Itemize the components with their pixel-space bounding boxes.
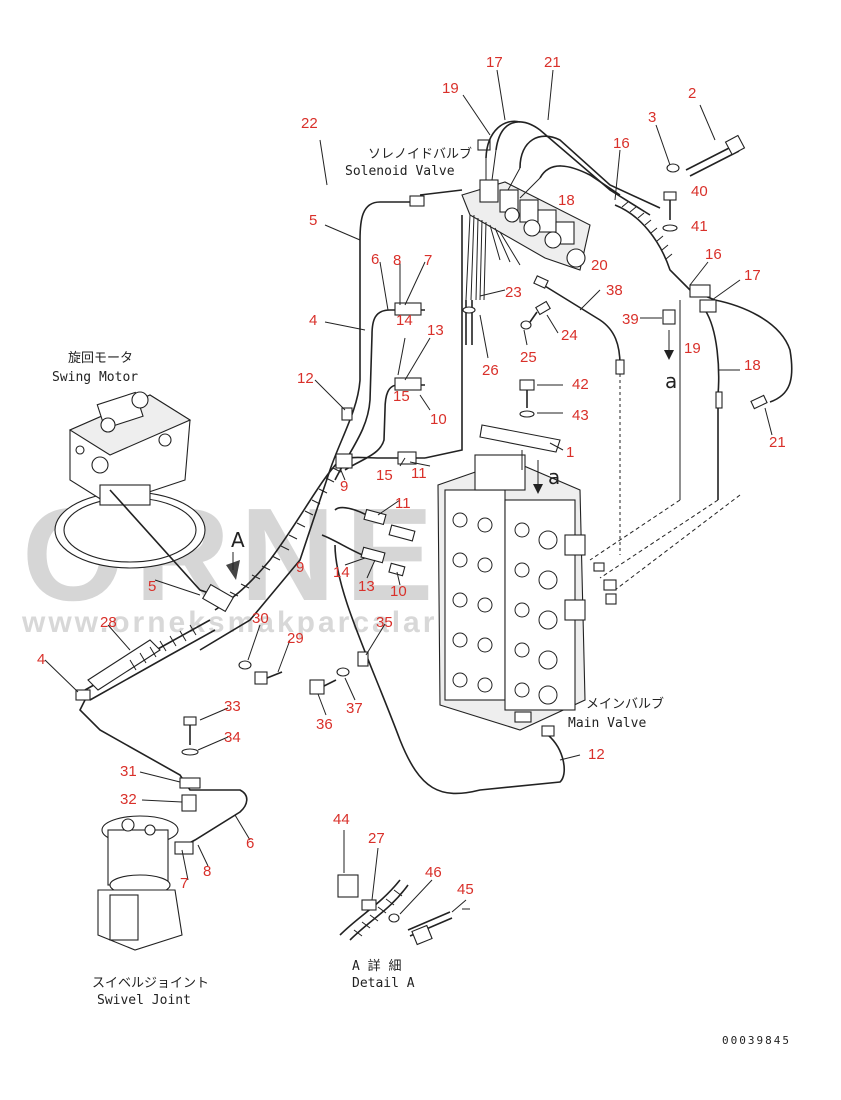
- callout-13: 13: [358, 578, 375, 595]
- callout-11: 11: [395, 495, 411, 512]
- callout-numbers: 17 21 19 2 22 3 16 18 40 41 5 6 8 7 20 1…: [37, 54, 786, 898]
- callout-26: 26: [482, 362, 499, 379]
- callout-32: 32: [120, 791, 137, 808]
- callout-35: 35: [376, 614, 393, 631]
- callout-34: 34: [224, 729, 241, 746]
- swing-motor-label-jp: 旋回モータ: [68, 351, 133, 366]
- callout-1: 1: [566, 444, 574, 461]
- spiral-protector-right: [614, 204, 691, 291]
- callout-8: 8: [203, 863, 211, 880]
- callout-4: 4: [37, 651, 45, 668]
- callout-45: 45: [457, 881, 474, 898]
- callout-16: 16: [613, 135, 630, 152]
- callout-24: 24: [561, 327, 578, 344]
- callout-29: 29: [287, 630, 304, 647]
- callout-10: 10: [430, 411, 447, 428]
- swing-motor-label-en: Swing Motor: [52, 370, 138, 385]
- main-valve-label-jp: メインバルブ: [586, 696, 664, 712]
- swivel-joint-drawing: [97, 815, 194, 951]
- detail-marker-upper: A: [231, 528, 245, 552]
- callout-23: 23: [505, 284, 522, 301]
- callout-21: 21: [769, 434, 786, 451]
- callout-6: 6: [371, 251, 379, 268]
- swing-motor-drawing: [54, 391, 206, 569]
- callout-13: 13: [427, 322, 444, 339]
- solenoid-valve-drawing: [461, 139, 591, 301]
- main-valve-drawing: [437, 454, 586, 731]
- callout-17: 17: [744, 267, 761, 284]
- detail-a-drawing: [337, 874, 470, 946]
- callout-8: 8: [393, 252, 401, 269]
- callout-18: 18: [744, 357, 761, 374]
- detail-marker-lower: a: [548, 465, 560, 489]
- callout-2: 2: [688, 85, 696, 102]
- callout-39: 39: [622, 311, 639, 328]
- callout-43: 43: [572, 407, 589, 424]
- pilot-hose-21-upper: [519, 135, 661, 209]
- callout-46: 46: [425, 864, 442, 881]
- swivel-joint-label-jp: スイベルジョイント: [92, 976, 209, 991]
- solenoid-valve-label-jp: ソレノイドバルブ: [368, 146, 472, 162]
- callout-19: 19: [684, 340, 701, 357]
- solenoid-valve-label-en: Solenoid Valve: [345, 164, 455, 179]
- callout-21: 21: [544, 54, 561, 71]
- callout-14: 14: [396, 312, 413, 329]
- callout-33: 33: [224, 698, 241, 715]
- swivel-joint-label-en: Swivel Joint: [97, 993, 191, 1008]
- callout-5: 5: [309, 212, 317, 229]
- bolt-2-drawing: [666, 134, 746, 177]
- callout-38: 38: [606, 282, 623, 299]
- callout-5: 5: [148, 578, 156, 595]
- callout-17: 17: [486, 54, 503, 71]
- callout-18: 18: [558, 192, 575, 209]
- detail-a-label-en: Detail A: [352, 976, 415, 991]
- hose-38: [539, 282, 621, 366]
- callout-3: 3: [648, 109, 656, 126]
- callout-15: 15: [376, 467, 393, 484]
- callout-31: 31: [120, 763, 137, 780]
- callout-6: 6: [246, 835, 254, 852]
- callout-27: 27: [368, 830, 385, 847]
- callout-20: 20: [591, 257, 608, 274]
- callout-37: 37: [346, 700, 363, 717]
- callout-22: 22: [301, 115, 318, 132]
- detail-a-label-jp: A 詳 細: [352, 958, 401, 974]
- callout-36: 36: [316, 716, 333, 733]
- callout-44: 44: [333, 811, 350, 828]
- callout-9: 9: [296, 559, 304, 576]
- callout-25: 25: [520, 349, 537, 366]
- callout-7: 7: [180, 875, 188, 892]
- drawing-number: 00039845: [722, 1034, 791, 1047]
- callout-28: 28: [100, 614, 117, 631]
- callout-10: 10: [390, 583, 407, 600]
- callout-14: 14: [333, 564, 350, 581]
- callout-11: 11: [411, 465, 427, 482]
- callout-12: 12: [588, 746, 605, 763]
- callout-30: 30: [252, 610, 269, 627]
- callout-15: 15: [393, 388, 410, 405]
- callout-42: 42: [572, 376, 589, 393]
- main-valve-label-en: Main Valve: [568, 716, 646, 731]
- detail-marker-right: a: [665, 369, 677, 393]
- callout-12: 12: [297, 370, 314, 387]
- callout-4: 4: [309, 312, 317, 329]
- hose-5-bundle: [199, 201, 420, 651]
- callout-16: 16: [705, 246, 722, 263]
- callout-41: 41: [691, 218, 708, 235]
- callout-19: 19: [442, 80, 459, 97]
- callout-40: 40: [691, 183, 708, 200]
- callout-9: 9: [340, 478, 348, 495]
- hose-12-lower: [334, 544, 566, 795]
- bolt-40-drawing: [662, 191, 678, 232]
- callout-7: 7: [424, 252, 432, 269]
- callout-leaders: [44, 69, 773, 915]
